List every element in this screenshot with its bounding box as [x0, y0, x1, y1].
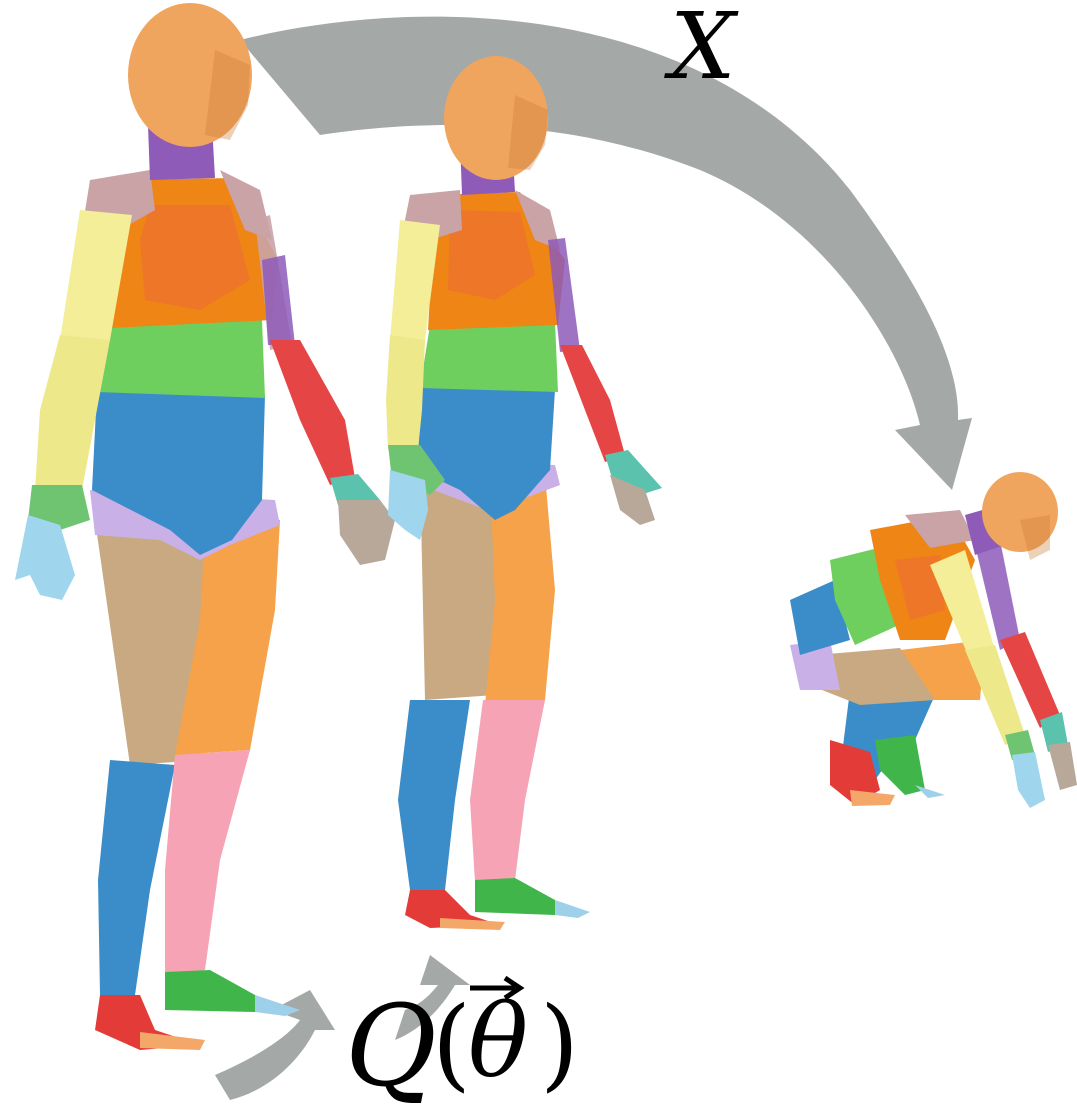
right-mid-arm — [262, 255, 295, 345]
waist — [97, 320, 265, 398]
face — [1020, 515, 1050, 560]
pose-function-label: Q ( θ ) — [345, 978, 579, 1105]
waist — [420, 322, 558, 392]
pose-function-name: Q — [345, 982, 437, 1105]
left-shin — [98, 760, 175, 995]
right-hand — [1048, 742, 1077, 790]
right-toes — [915, 785, 945, 798]
figure-crouching — [790, 472, 1077, 808]
pose-close-paren: ) — [540, 985, 579, 1102]
right-foot — [165, 970, 255, 1012]
left-hand — [1012, 752, 1045, 808]
right-shin — [165, 750, 250, 975]
figure-standing-large — [15, 3, 395, 1050]
transform-label-x: X — [664, 0, 739, 100]
right-hand — [338, 500, 395, 565]
right-foot — [475, 878, 555, 915]
right-forearm — [270, 340, 355, 485]
right-toes — [555, 900, 590, 918]
right-forearm — [560, 345, 625, 462]
left-hand — [388, 470, 428, 540]
left-toes — [140, 1032, 205, 1050]
left-forearm — [386, 335, 425, 450]
pose-open-paren: ( — [432, 985, 471, 1102]
left-shin — [398, 700, 470, 890]
pose-parameter: θ — [468, 983, 528, 1100]
right-shin — [470, 700, 545, 882]
figure-standing-medium — [386, 56, 662, 930]
